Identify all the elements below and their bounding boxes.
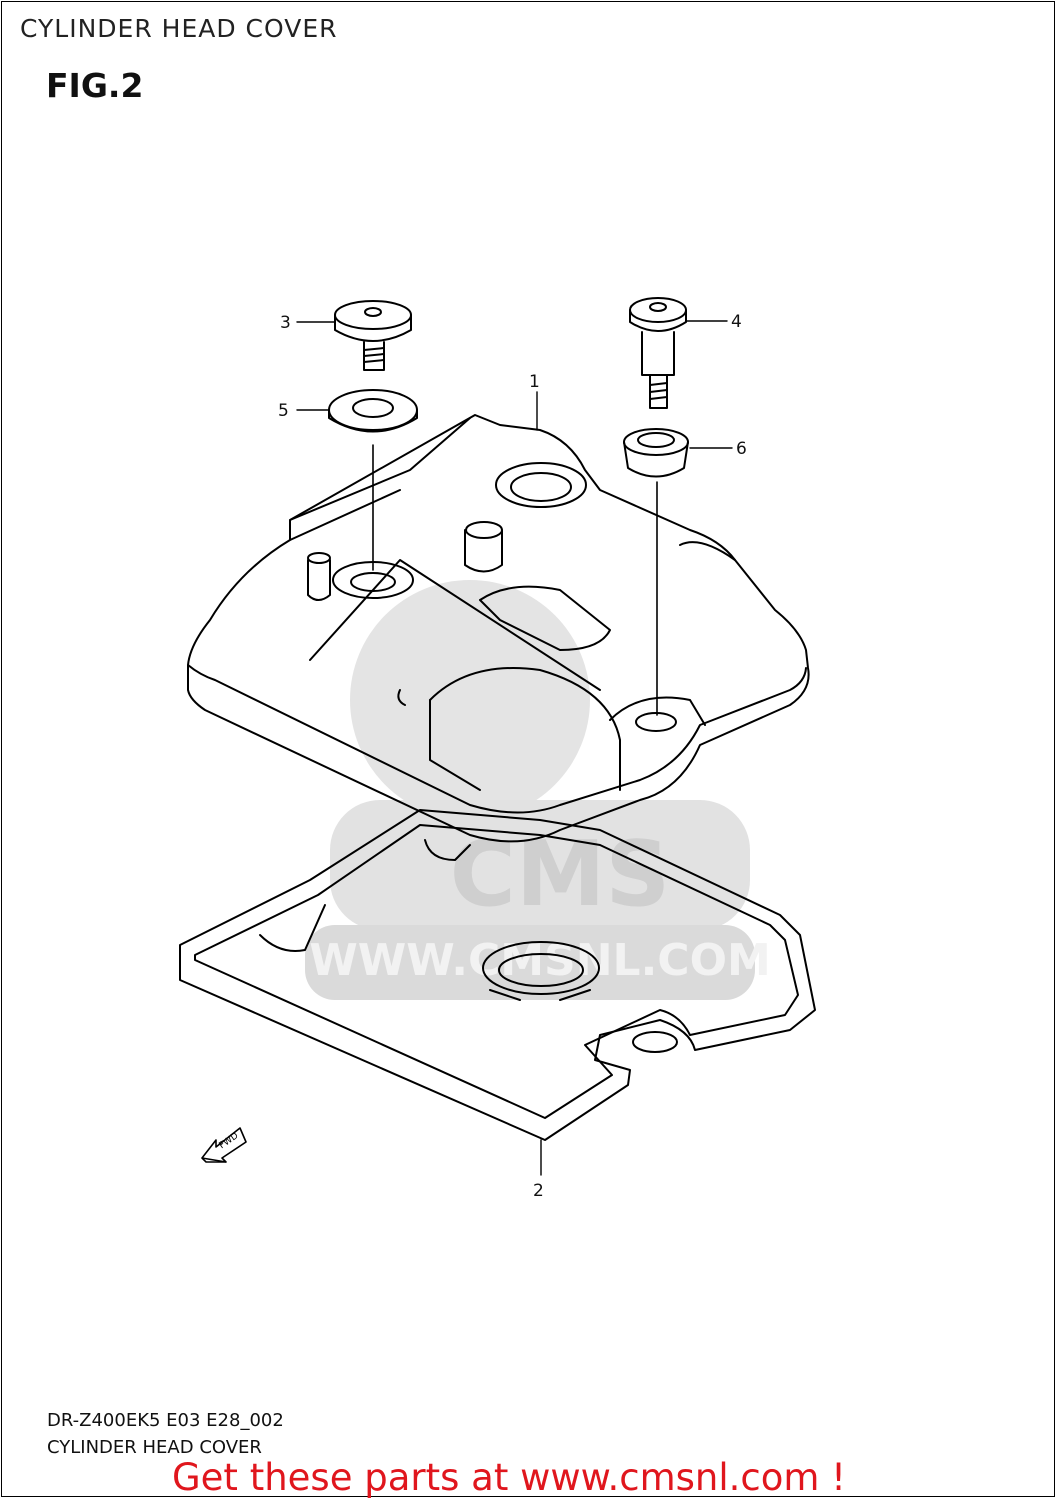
part-6-grommet [623, 428, 689, 478]
callout-1: 1 [529, 372, 540, 392]
leader-lines [296, 320, 733, 1176]
part-5-washer [328, 389, 418, 433]
diagram-code: DR-Z400EK5 E03 E28_002 [47, 1410, 284, 1431]
page-title: CYLINDER HEAD COVER [20, 14, 338, 43]
watermark-url-text: WWW.CMSNL.COM [309, 935, 771, 986]
callout-6: 6 [736, 439, 747, 459]
fwd-arrow-icon: FWD [201, 1127, 247, 1163]
callout-5: 5 [278, 401, 289, 421]
callout-numbers: 3 4 1 5 6 2 [278, 312, 747, 1201]
callout-2: 2 [533, 1181, 544, 1201]
part-4-bolt [629, 297, 687, 409]
alignment-lines [372, 444, 658, 716]
callout-4: 4 [731, 312, 742, 332]
promo-link-text[interactable]: Get these parts at www.cmsnl.com ! [172, 1456, 847, 1499]
part-1-cylinder-head-cover [187, 414, 810, 843]
watermark-logo: CMS WWW.CMSNL.COM [305, 580, 771, 1000]
part-3-bolt [334, 300, 412, 371]
callout-3: 3 [280, 313, 291, 333]
part-2-gasket [179, 809, 816, 1141]
diagram-caption: CYLINDER HEAD COVER [47, 1437, 262, 1458]
figure-label: FIG.2 [46, 66, 144, 105]
